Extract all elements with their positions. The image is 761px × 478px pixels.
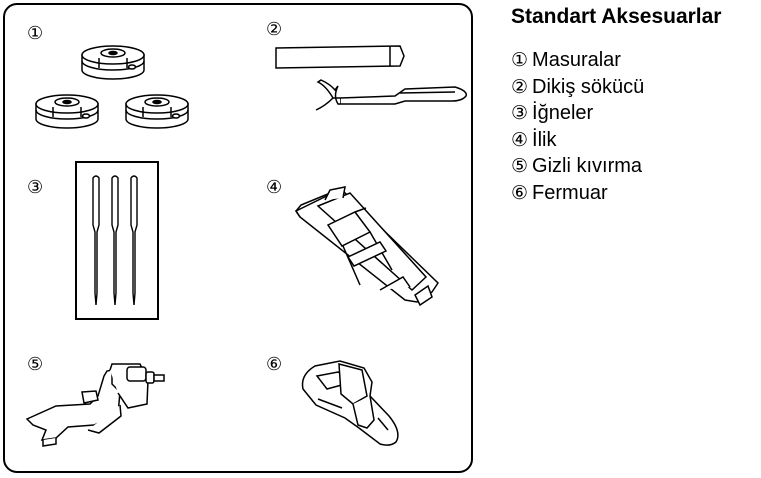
item-6-marker: ⑥ — [266, 354, 283, 375]
legend-item-label: Dikiş sökücü — [532, 75, 645, 98]
page-title: Standart Aksesuarlar — [511, 5, 722, 28]
zipper-foot-icon — [301, 360, 399, 446]
legend-item-label: İlik — [532, 128, 557, 151]
accessories-illustration — [25, 45, 468, 447]
legend-item-label: Gizli kıvırma — [532, 155, 643, 177]
needles-icon — [75, 161, 159, 320]
legend-item-marker: ⑤ — [511, 155, 529, 177]
legend-item-marker: ① — [511, 49, 529, 71]
legend-item-marker: ⑥ — [511, 181, 529, 204]
item-5-marker: ⑤ — [27, 354, 44, 375]
buttonhole-foot-icon — [294, 186, 439, 307]
blind-hem-foot-icon — [25, 363, 165, 447]
legend-item-marker: ② — [511, 75, 529, 98]
item-4-marker: ④ — [266, 177, 283, 198]
bobbins-icon — [35, 45, 189, 129]
item-2-marker: ② — [266, 19, 283, 40]
legend-item-marker: ③ — [511, 102, 529, 124]
legend-item-label: Fermuar — [532, 181, 608, 204]
item-3-marker: ③ — [27, 177, 44, 198]
legend-item-label: Masuralar — [532, 49, 621, 71]
legend-item-label: İğneler — [532, 102, 594, 124]
item-1-marker: ① — [27, 23, 44, 44]
legend-item-marker: ④ — [511, 128, 529, 151]
accessories-panel — [3, 3, 473, 473]
seam-ripper-icon — [275, 45, 468, 111]
